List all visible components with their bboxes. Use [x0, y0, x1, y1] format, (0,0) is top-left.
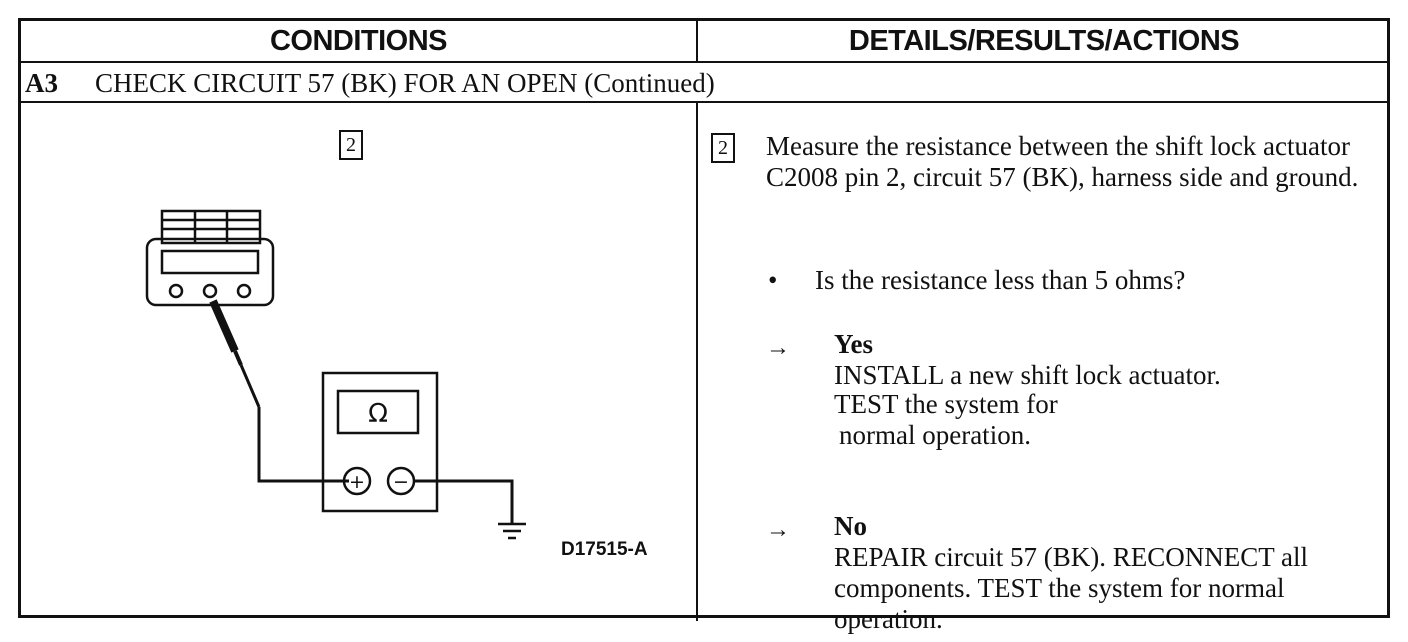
minus-terminal-label: −	[393, 471, 409, 493]
details-panel: 2 Measure the resistance between the shi…	[698, 103, 1390, 634]
ohm-symbol: Ω	[368, 399, 388, 429]
measure-instruction: Measure the resistance between the shift…	[766, 131, 1359, 192]
figure-id: D17515-A	[561, 539, 648, 560]
header-details-results-actions: DETAILS/RESULTS/ACTIONS	[848, 25, 1240, 57]
header-row: CONDITIONS DETAILS/RESULTS/ACTIONS	[21, 21, 1387, 63]
no-label: No	[834, 511, 867, 541]
arrow-right-icon: →	[766, 335, 790, 361]
no-action: REPAIR circuit 57 (BK). RECONNECT all co…	[834, 542, 1308, 634]
connector-c2008-icon	[145, 209, 275, 307]
ohmmeter-icon	[321, 371, 514, 523]
ohmmeter-test-diagram: Ω + −	[145, 209, 526, 540]
plus-terminal-label: +	[349, 471, 365, 493]
yes-action-line-3: normal operation.	[839, 420, 1031, 450]
ground-icon	[498, 522, 526, 540]
step-title-row: A3 CHECK CIRCUIT 57 (BK) FOR AN OPEN (Co…	[21, 63, 1387, 103]
yes-label: Yes	[834, 329, 873, 359]
step-id: A3	[25, 68, 58, 98]
arrow-right-icon: →	[766, 517, 790, 543]
resistance-question: Is the resistance less than 5 ohms?	[815, 265, 1186, 295]
column-divider	[696, 103, 698, 621]
diagnostic-table: CONDITIONS DETAILS/RESULTS/ACTIONS A3 CH…	[18, 18, 1390, 634]
bullet: •	[768, 265, 778, 295]
conditions-panel: 2	[21, 103, 696, 621]
yes-action-line-1: INSTALL a new shift lock actuator.	[834, 360, 1221, 390]
step-number-box: 2	[339, 130, 363, 160]
yes-action-line-2: TEST the system for	[834, 389, 1058, 419]
probe-icon	[209, 299, 349, 483]
header-conditions: CONDITIONS	[269, 25, 448, 57]
step-number-box: 2	[711, 133, 735, 163]
step-title: CHECK CIRCUIT 57 (BK) FOR AN OPEN (Conti…	[95, 68, 715, 98]
header-divider	[696, 21, 698, 63]
